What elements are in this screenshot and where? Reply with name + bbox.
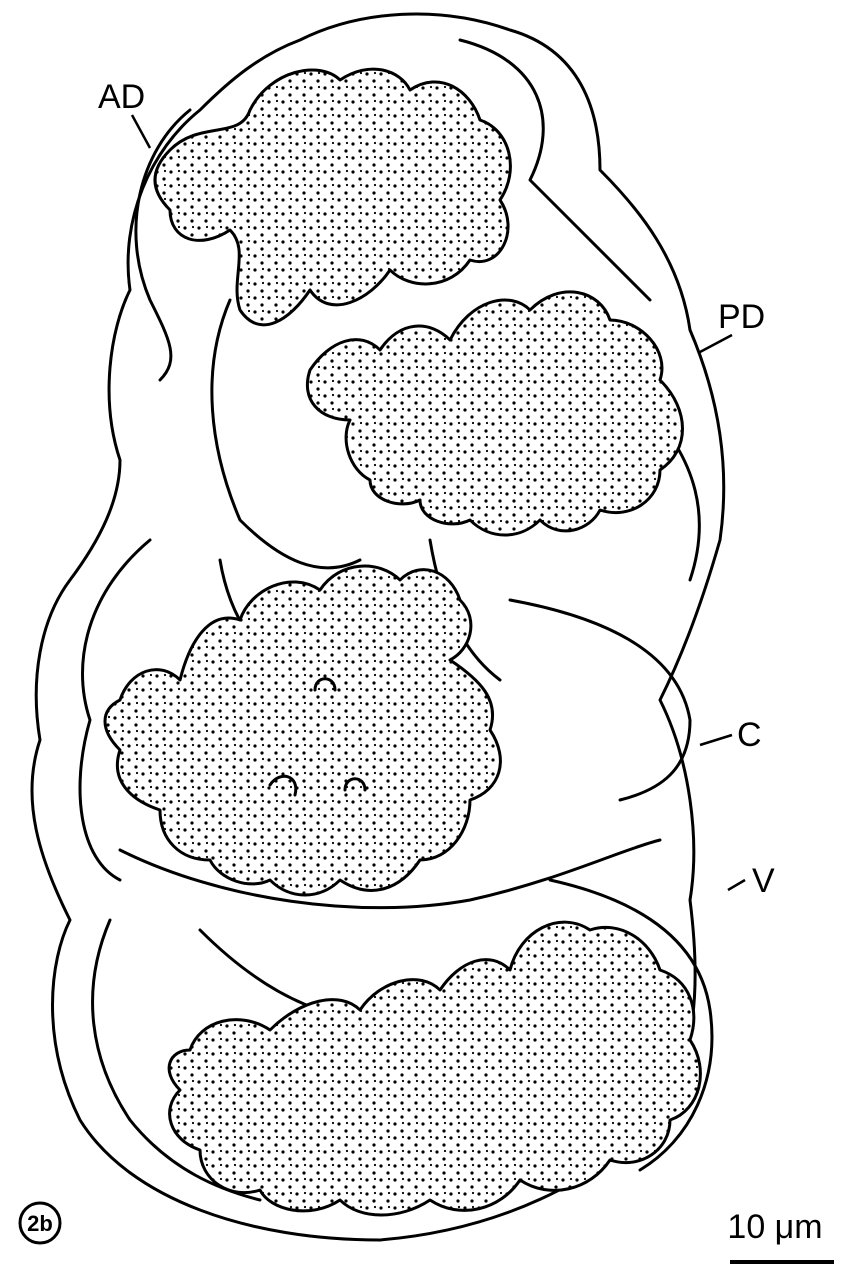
nucleus-c-stipple	[105, 566, 500, 895]
cell-outline-c-right	[510, 600, 690, 800]
leader-pd	[700, 335, 732, 352]
nucleus-pd-stipple	[307, 292, 682, 535]
leader-ad	[132, 115, 150, 148]
nucleus-ad-stipple	[155, 69, 510, 325]
label-pd: PD	[718, 298, 765, 336]
label-ad: AD	[98, 78, 145, 116]
label-v: V	[752, 862, 775, 900]
nuclei	[105, 69, 700, 1215]
label-c: C	[737, 716, 762, 754]
cell-outline-pd-lower	[212, 300, 360, 568]
leader-c	[700, 735, 732, 745]
scale-bar-label: 10 μm	[727, 1208, 822, 1246]
panel-label: 2b	[27, 1211, 53, 1236]
leader-v	[728, 880, 745, 890]
nucleus-v-stipple	[169, 922, 700, 1215]
